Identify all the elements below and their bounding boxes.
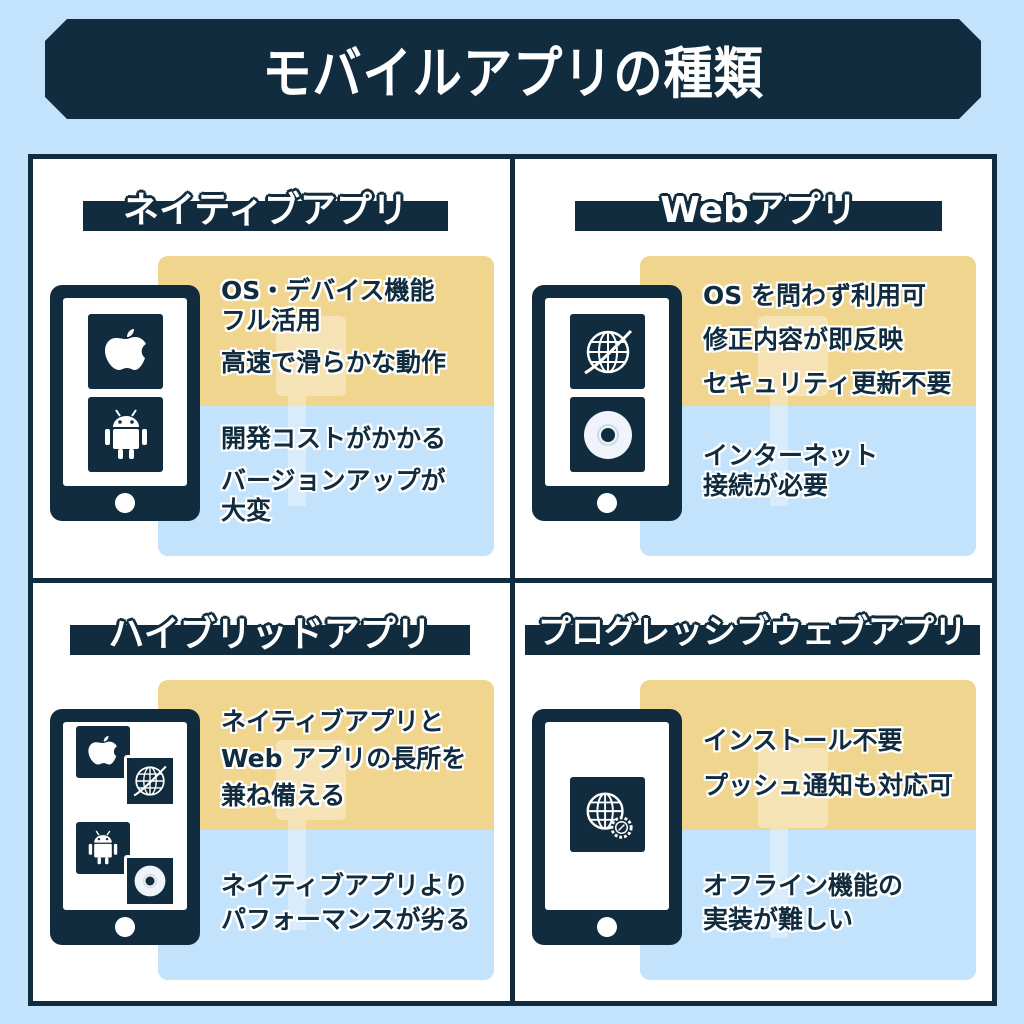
apple-icon [88, 314, 163, 389]
tablet-illustration [532, 285, 682, 521]
card-heading: プログレッシブウェブアプリ [538, 611, 967, 651]
cons-text: ネイティブアプリより パフォーマンスが劣る [221, 871, 471, 935]
con-item: ネイティブアプリより [221, 870, 469, 900]
card-heading-bar: ネイティブアプリ [83, 190, 448, 231]
pro-item: 修正内容が即反映 [703, 325, 904, 354]
pros-cons-panel [640, 256, 976, 556]
pros-text: OS・デバイス機能 フル活用 高速で滑らかな動作 [221, 276, 446, 390]
pro-item: ネイティブアプリと [221, 706, 445, 736]
tablet-illustration [532, 708, 682, 945]
globe-gear-icon [570, 776, 645, 852]
cons-text: 開発コストがかかる バージョンアップが 大変 [221, 424, 446, 538]
tablet-illustration [50, 285, 200, 521]
title-banner: モバイルアプリの種類 [45, 19, 981, 119]
pro-item: 兼ね備える [221, 780, 346, 810]
watermark-shape [758, 747, 828, 938]
con-item: 実装が難しい [703, 904, 854, 934]
cons-area [640, 406, 976, 556]
card-web-app: Webアプリ OS を問わず利用可 修正内容が即反映 セキュリティ更新不要 イン… [515, 159, 992, 578]
pros-area [158, 679, 494, 830]
globe-icon [570, 314, 645, 389]
page-title: モバイルアプリの種類 [262, 41, 764, 107]
pros-cons-panel [158, 679, 494, 980]
card-heading: ネイティブアプリ [122, 190, 409, 231]
pros-text: OS を問わず利用可 修正内容が即反映 セキュリティ更新不要 [703, 281, 952, 399]
pros-area [158, 256, 494, 406]
con-item: 開発コストがかかる [221, 424, 447, 453]
pro-item: セキュリティ更新不要 [703, 369, 952, 398]
con-item: パフォーマンスが劣る [221, 904, 471, 934]
cons-area [158, 406, 494, 556]
home-button [115, 493, 135, 513]
home-button [597, 916, 617, 937]
cons-text: インターネット 接続が必要 [703, 441, 878, 501]
card-native-app: ネイティブアプリ OS・デバイス機能 フル活用 高速で滑らかな動作 開発コストが… [33, 159, 510, 578]
disc-icon [124, 854, 176, 907]
pros-cons-panel [640, 679, 976, 980]
home-button [597, 493, 617, 513]
cons-area [640, 829, 976, 980]
pro-item: OS・デバイス機能 [221, 276, 435, 305]
con-item: オフライン機能の [703, 870, 904, 900]
pro-item: フル活用 [221, 306, 322, 335]
card-progressive-web-app: プログレッシブウェブアプリ インストール不要 プッシュ通知も対応可 オフライン機… [515, 582, 992, 1001]
watermark-shape [758, 316, 828, 506]
con-item: インターネット [703, 441, 879, 470]
cons-text: オフライン機能の 実装が難しい [703, 871, 903, 935]
pros-text: インストール不要 プッシュ通知も対応可 [703, 726, 953, 801]
pro-item: インストール不要 [703, 725, 903, 755]
pro-item: Web アプリの長所を [221, 743, 467, 773]
cons-area [158, 829, 494, 980]
card-hybrid-app: ハイブリッドアプリ ネイティブアプリと Web アプリの長所を [33, 582, 510, 1001]
app-types-grid: ネイティブアプリ OS・デバイス機能 フル活用 高速で滑らかな動作 開発コストが… [28, 154, 997, 1006]
watermark-shape [276, 739, 346, 930]
watermark-shape [276, 316, 346, 506]
card-heading-bar: Webアプリ [575, 190, 942, 231]
con-item: 大変 [221, 496, 272, 525]
home-button [115, 916, 135, 937]
pros-area [640, 256, 976, 406]
con-item: 接続が必要 [703, 471, 829, 500]
pro-item: 高速で滑らかな動作 [221, 348, 447, 377]
pros-cons-panel [158, 256, 494, 556]
apple-icon [76, 725, 130, 778]
pro-item: プッシュ通知も対応可 [703, 770, 954, 800]
disc-icon [570, 397, 645, 472]
android-icon [76, 821, 130, 874]
card-heading-bar: ハイブリッドアプリ [70, 614, 470, 655]
pros-text: ネイティブアプリと Web アプリの長所を 兼ね備える [221, 707, 466, 811]
pro-item: OS を問わず利用可 [703, 281, 926, 310]
card-heading: ハイブリッドアプリ [108, 613, 432, 655]
android-icon [88, 397, 163, 472]
tablet-illustration [50, 708, 200, 945]
con-item: バージョンアップが [221, 466, 446, 495]
card-heading: Webアプリ [660, 190, 857, 231]
globe-icon [124, 754, 176, 807]
card-heading-bar: プログレッシブウェブアプリ [525, 612, 980, 655]
pros-area [640, 679, 976, 830]
